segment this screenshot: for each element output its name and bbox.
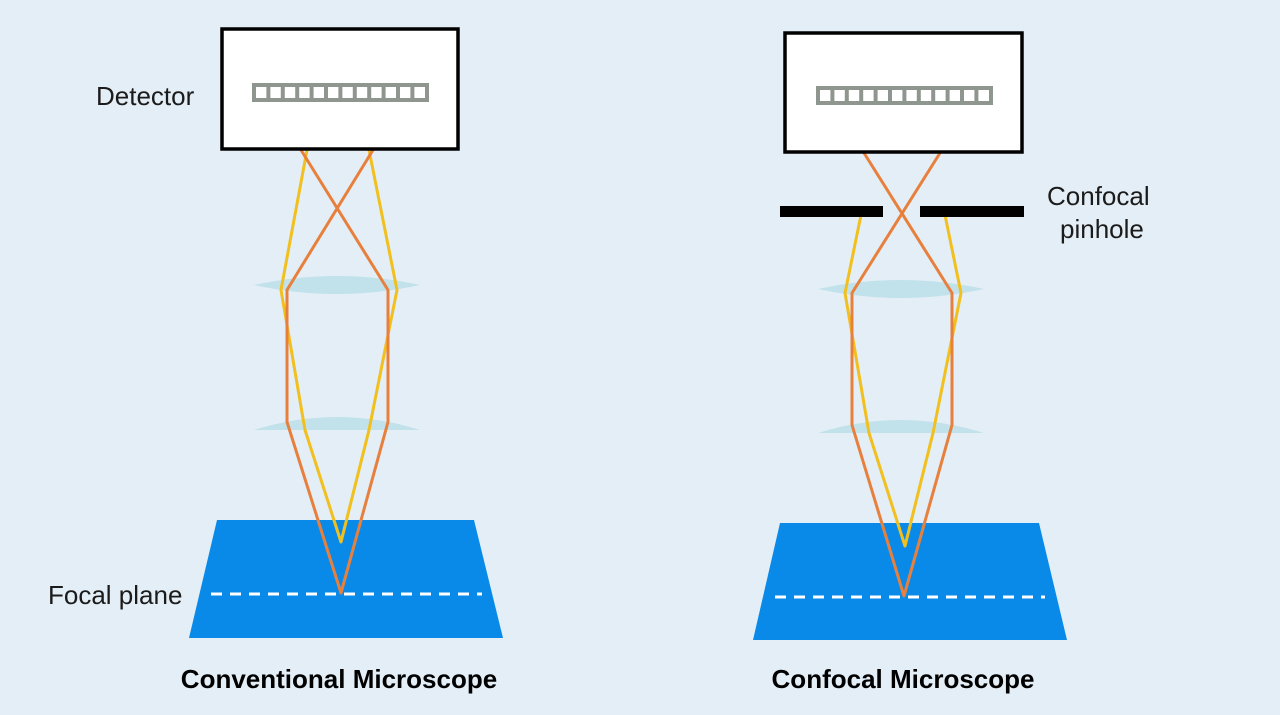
detector-pixel-array bbox=[252, 83, 429, 102]
in-focus-ray bbox=[285, 149, 390, 595]
conventional-microscope-panel: Detector Focal plane Conventional Micros… bbox=[48, 27, 503, 694]
focal-plane-label: Focal plane bbox=[48, 580, 182, 610]
panel-title: Conventional Microscope bbox=[181, 664, 497, 694]
detector-pixel-array bbox=[816, 86, 993, 105]
in-focus-ray bbox=[850, 152, 954, 598]
lower-lens bbox=[818, 420, 984, 433]
out-of-focus-ray bbox=[279, 149, 399, 544]
out-of-focus-ray bbox=[843, 214, 963, 548]
pinhole-plate-left bbox=[780, 206, 883, 217]
pinhole-label-line2: pinhole bbox=[1060, 214, 1144, 244]
upper-lens bbox=[254, 276, 420, 294]
upper-lens bbox=[818, 280, 984, 298]
confocal-microscope-panel: Confocal pinhole Confocal Microscope bbox=[753, 31, 1150, 694]
detector-label: Detector bbox=[96, 81, 195, 111]
lower-lens bbox=[254, 417, 420, 430]
pinhole-label-line1: Confocal bbox=[1047, 181, 1150, 211]
panel-title: Confocal Microscope bbox=[772, 664, 1035, 694]
specimen-slab bbox=[753, 523, 1067, 640]
pinhole-plate-right bbox=[920, 206, 1024, 217]
